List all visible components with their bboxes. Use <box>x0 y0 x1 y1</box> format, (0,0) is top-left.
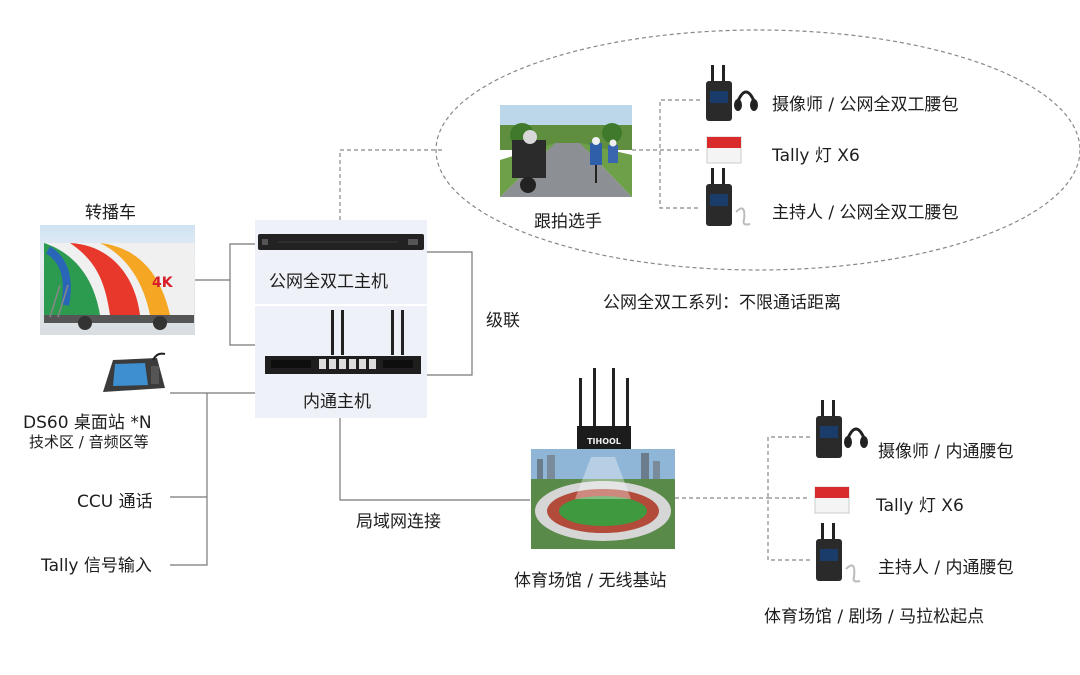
router-brand: TIHOOL <box>587 437 621 446</box>
stadium-item-3-label: 主持人 / 内通腰包 <box>878 558 1014 578</box>
left-bus-line <box>170 393 208 566</box>
public-host-device <box>258 234 424 250</box>
public-host-label: 公网全双工主机 <box>269 272 388 292</box>
follow-branch-line <box>659 99 700 209</box>
follow-beltpack-host <box>700 168 758 230</box>
stadium-item-1-label: 摄像师 / 内通腰包 <box>878 442 1014 462</box>
stadium-group-caption: 体育场馆 / 剧场 / 马拉松起点 <box>764 607 985 627</box>
stadium-beltpack-host <box>810 523 868 587</box>
stadium-beltpack-cameraman <box>810 400 868 462</box>
cascade-line <box>427 251 473 376</box>
broadcast-van-image: 4K <box>40 225 195 335</box>
desk-station-image <box>95 352 170 397</box>
stadium-item-2-label: Tally 灯 X6 <box>876 496 964 516</box>
follow-group-caption: 公网全双工系列：不限通话距离 <box>603 293 841 313</box>
follow-item-2-label: Tally 灯 X6 <box>772 146 860 166</box>
stadium-image <box>531 449 675 549</box>
desk-station-line1: DS60 桌面站 *N <box>23 413 152 433</box>
stadium-tally-light <box>814 483 850 515</box>
broadcast-van-label: 转播车 <box>85 203 136 223</box>
tally-input-label: Tally 信号输入 <box>41 556 152 576</box>
follow-tally-light <box>706 133 742 165</box>
follow-item-3-label: 主持人 / 公网全双工腰包 <box>772 203 959 223</box>
cascade-label: 级联 <box>486 311 520 331</box>
cycling-photo <box>500 105 632 197</box>
intercom-host-device <box>263 308 423 378</box>
cycling-photo-label: 跟拍选手 <box>534 212 602 232</box>
ccu-label: CCU 通话 <box>77 492 153 512</box>
lan-line <box>339 418 530 501</box>
follow-item-1-label: 摄像师 / 公网全双工腰包 <box>772 95 959 115</box>
stadium-branch-line <box>767 436 810 561</box>
van-to-intercom-line <box>229 280 255 346</box>
intercom-host-label: 内通主机 <box>303 392 371 412</box>
desk-station-line2: 技术区 / 音频区等 <box>29 433 149 451</box>
van-to-public-host-line <box>195 243 255 281</box>
host-panel: 公网全双工主机 内通主机 <box>255 220 427 418</box>
public-host-to-group-line <box>339 149 445 220</box>
lan-label: 局域网连接 <box>356 512 441 532</box>
van-logo-text: 4K <box>152 275 174 291</box>
follow-group-ellipse <box>435 29 1080 271</box>
follow-beltpack-cameraman <box>700 65 758 125</box>
wireless-base-station: TIHOOL <box>571 368 637 456</box>
stadium-label: 体育场馆 / 无线基站 <box>514 571 667 591</box>
